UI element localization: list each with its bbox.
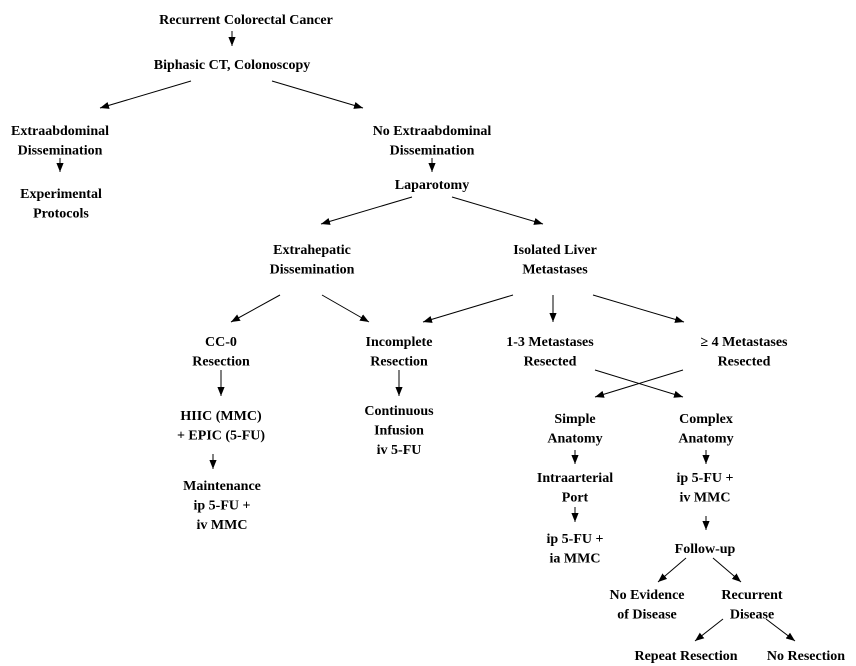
- arrow-isolated_liver-to-mets4: [592, 294, 685, 323]
- node-label-line: ip 5-FU +: [677, 471, 734, 486]
- arrow-biphasic-to-extra_diss: [99, 80, 192, 109]
- arrows: [56, 31, 796, 642]
- node-label-line: Metastases: [522, 263, 588, 278]
- node-label-line: iv 5-FU: [377, 443, 422, 458]
- node-label-line: HIIC (MMC): [180, 409, 262, 424]
- node-label-line: Port: [562, 491, 589, 506]
- node-label-line: Complex: [679, 412, 733, 427]
- node-label-line: Dissemination: [18, 144, 103, 159]
- arrow-extrahepatic-to-incomplete: [321, 294, 370, 323]
- arrow-recurrent_disease-to-repeat_resection: [694, 618, 724, 642]
- node-label-line: Anatomy: [678, 432, 733, 447]
- arrow-followup-to-recurrent_disease: [712, 557, 742, 583]
- node-label-line: Biphasic CT, Colonoscopy: [154, 58, 311, 73]
- node-label-line: No Evidence: [609, 588, 684, 603]
- node-label-line: Incomplete: [366, 335, 433, 350]
- node-label-line: Recurrent: [721, 588, 782, 603]
- node-label-line: Infusion: [374, 424, 424, 439]
- node-label-line: Maintenance: [183, 479, 261, 494]
- node-label-line: 1-3 Metastases: [506, 335, 594, 350]
- node-label-line: Simple: [554, 412, 595, 427]
- node-ip5fu-iv: ip 5-FU + iv MMC: [677, 471, 734, 506]
- node-label-line: ia MMC: [550, 552, 601, 567]
- arrow-extrahepatic-to-cc0: [230, 294, 281, 323]
- node-ip5fu-ia: ip 5-FU + ia MMC: [547, 532, 604, 567]
- node-label-line: iv MMC: [680, 491, 731, 506]
- node-no-resection: No Resection: [767, 649, 845, 664]
- arrow-biphasic-to-no_extra: [271, 80, 364, 109]
- node-label-line: CC-0: [205, 335, 237, 350]
- node-label-line: Anatomy: [547, 432, 602, 447]
- node-label-line: Disease: [730, 608, 774, 623]
- node-label-line: Follow-up: [675, 542, 736, 557]
- node-hiic: HIIC (MMC) + EPIC (5-FU): [177, 409, 265, 444]
- node-label-line: Continuous: [364, 404, 434, 419]
- node-label-line: Resected: [718, 355, 771, 370]
- node-recurrent: Recurrent Colorectal Cancer: [159, 13, 333, 28]
- node-label-line: Experimental: [20, 187, 102, 202]
- node-repeat-resection: Repeat Resection: [634, 649, 737, 664]
- arrow-mets4-to-simple: [594, 369, 684, 398]
- node-label-line: of Disease: [617, 608, 677, 623]
- arrow-recurrent_disease-to-no_resection: [765, 618, 796, 642]
- arrow-laparotomy-to-isolated_liver: [451, 196, 544, 225]
- node-no-evidence: No Evidence of Disease: [609, 588, 684, 623]
- node-label-line: ip 5-FU +: [547, 532, 604, 547]
- arrow-isolated_liver-to-incomplete: [422, 294, 514, 323]
- node-label-line: Recurrent Colorectal Cancer: [159, 13, 333, 28]
- node-label-line: Resected: [524, 355, 577, 370]
- node-maintenance: Maintenance ip 5-FU + iv MMC: [183, 479, 261, 533]
- node-label-line: ≥ 4 Metastases: [701, 335, 789, 350]
- node-label-line: ip 5-FU +: [194, 499, 251, 514]
- node-label-line: Repeat Resection: [634, 649, 737, 664]
- node-label-line: Dissemination: [390, 144, 475, 159]
- node-label-line: Resection: [370, 355, 428, 370]
- arrow-followup-to-no_evidence: [657, 557, 687, 583]
- node-label-line: Laparotomy: [395, 178, 469, 193]
- node-label-line: Isolated Liver: [513, 243, 597, 258]
- arrow-laparotomy-to-extrahepatic: [320, 196, 413, 225]
- node-label-line: No Resection: [767, 649, 845, 664]
- node-laparotomy: Laparotomy: [395, 178, 469, 193]
- node-label-line: Extrahepatic: [273, 243, 351, 258]
- node-label-line: Extraabdominal: [11, 124, 109, 139]
- node-label-line: Intraarterial: [537, 471, 613, 486]
- node-label-line: + EPIC (5-FU): [177, 429, 265, 444]
- node-biphasic: Biphasic CT, Colonoscopy: [154, 58, 311, 73]
- node-label-line: iv MMC: [197, 518, 248, 533]
- node-label-line: Protocols: [33, 207, 89, 222]
- node-label-line: Resection: [192, 355, 250, 370]
- node-label-line: No Extraabdominal: [373, 124, 492, 139]
- node-followup: Follow-up: [675, 542, 736, 557]
- node-label-line: Dissemination: [270, 263, 355, 278]
